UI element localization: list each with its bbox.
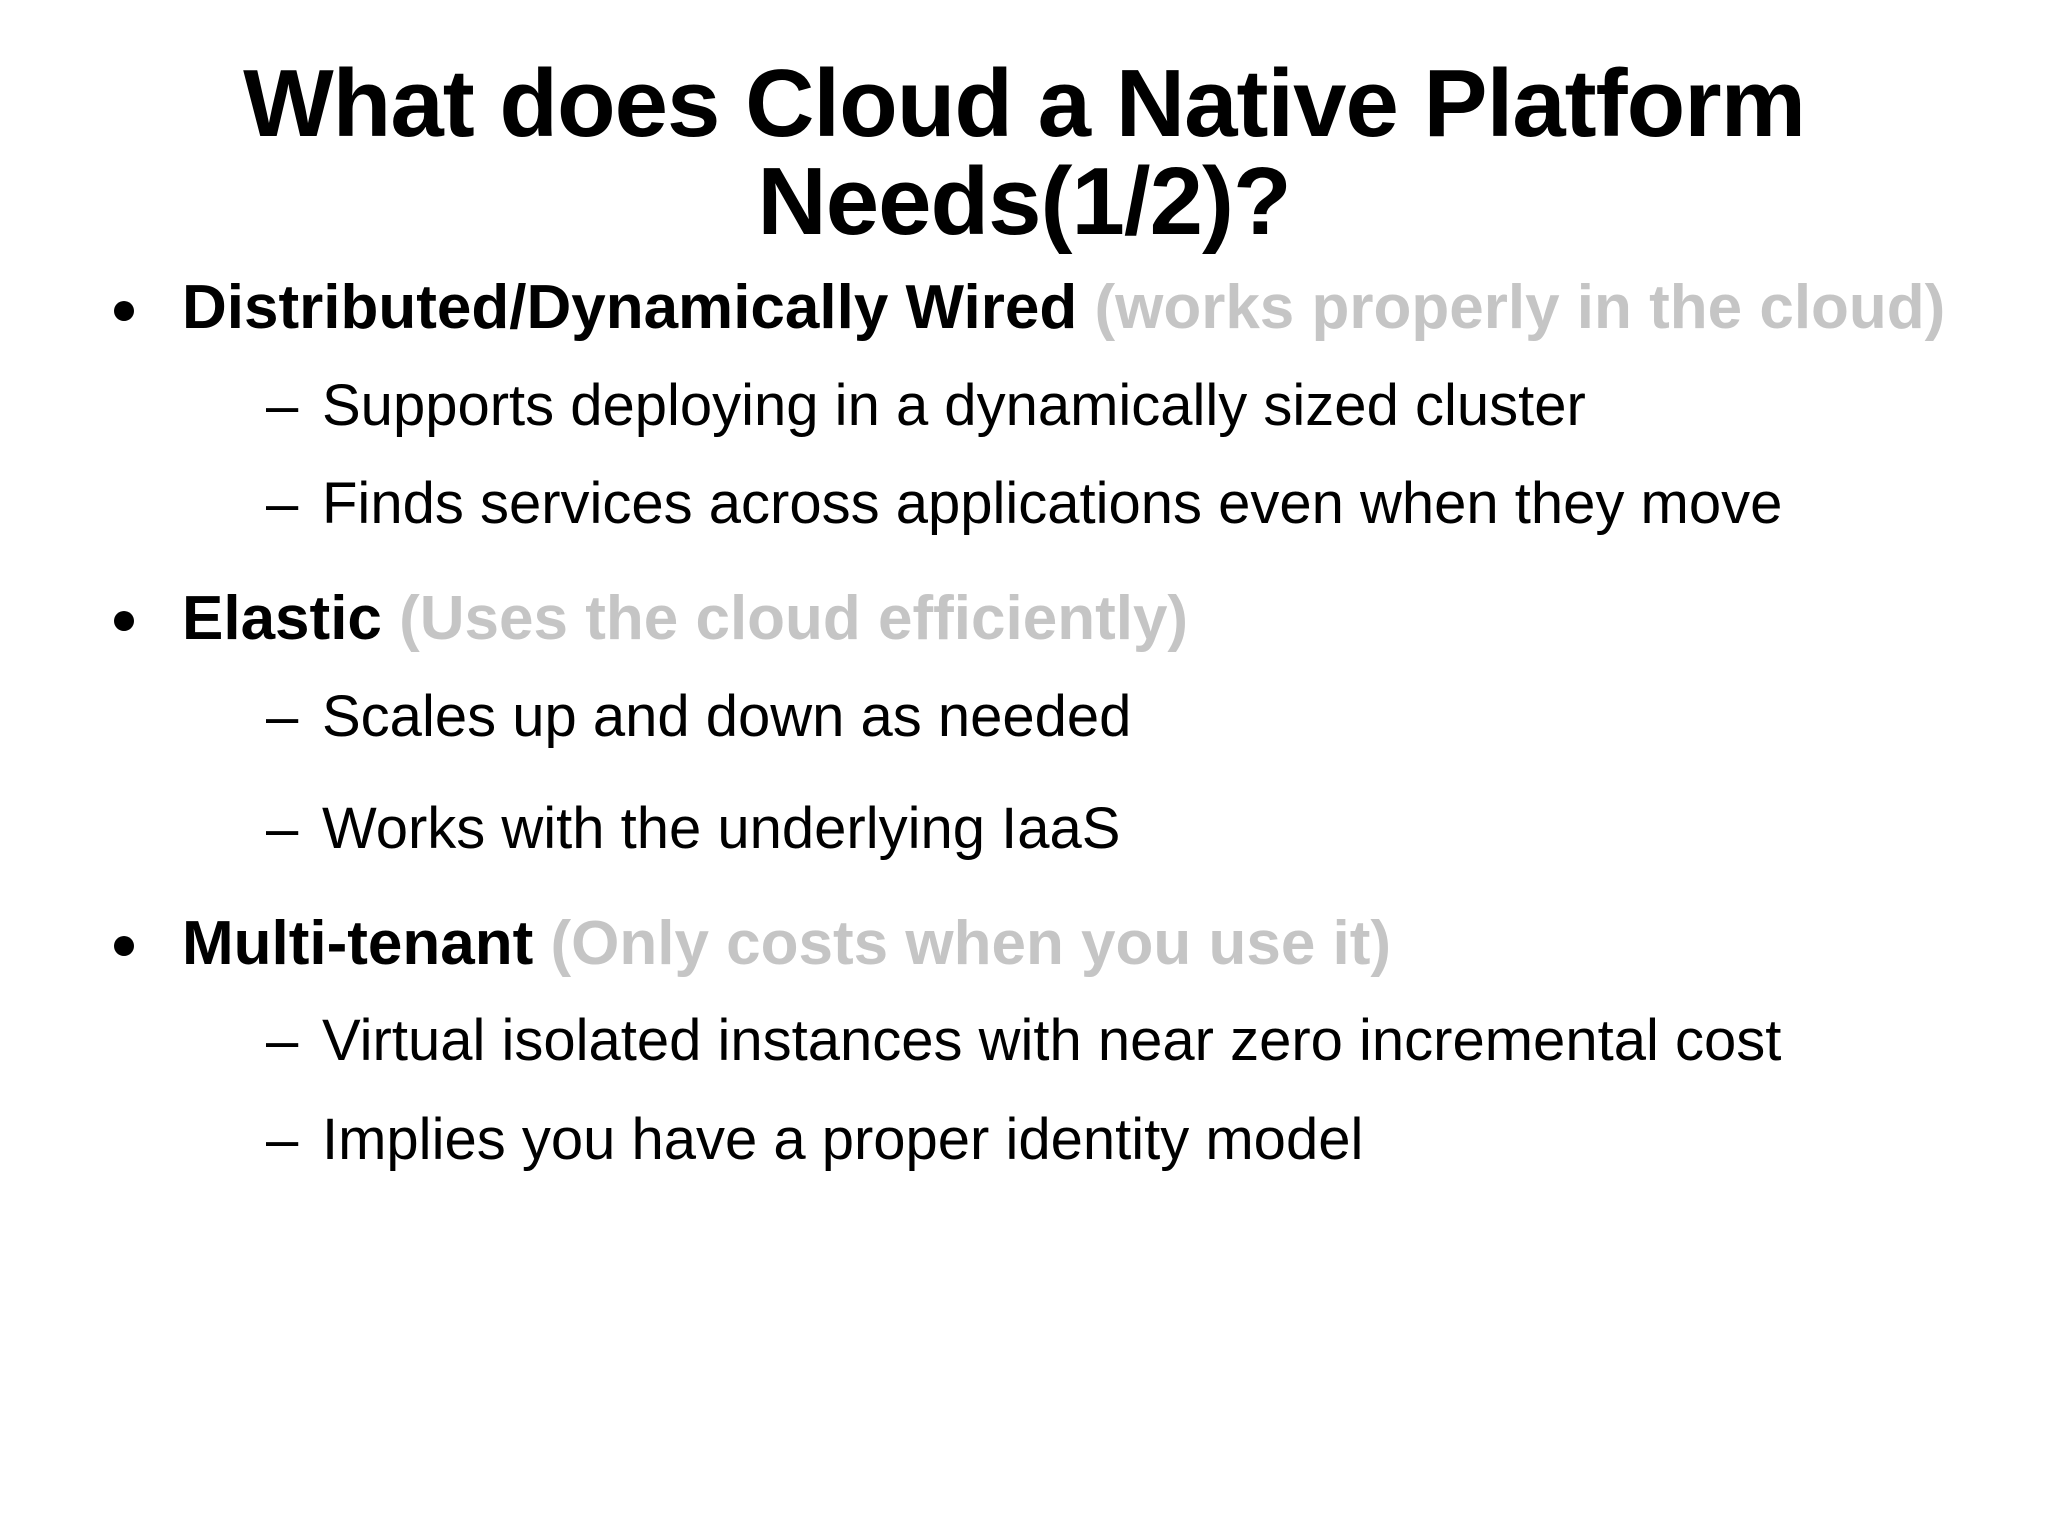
sub-bullet-label-2-2: Works with the underlying IaaS <box>322 796 1121 862</box>
en-dash-icon: – <box>266 796 299 862</box>
bullet-dot-icon <box>114 611 134 632</box>
sub-bullet-3-1: –Virtual isolated instances with near ze… <box>100 1007 1978 1075</box>
sub-bullet-3-2: –Implies you have a proper identity mode… <box>100 1106 1978 1174</box>
en-dash-icon: – <box>266 471 299 537</box>
en-dash-icon: – <box>266 1106 299 1172</box>
bullet-note-2: (Uses the cloud efficiently) <box>399 583 1189 653</box>
sub-bullet-label-2-1: Scales up and down as needed <box>322 683 1132 749</box>
sub-bullet-2-2: –Works with the underlying IaaS <box>100 795 1978 863</box>
bullet-item-1: Distributed/Dynamically Wired (works pro… <box>100 272 1978 344</box>
bullet-item-3: Multi-tenant (Only costs when you use it… <box>100 908 1978 980</box>
en-dash-icon: – <box>266 372 299 438</box>
sub-bullet-2-1: –Scales up and down as needed <box>100 683 1978 751</box>
sub-bullet-label-1-1: Supports deploying in a dynamically size… <box>322 372 1586 438</box>
spacer <box>100 1082 1978 1106</box>
sub-bullet-label-3-1: Virtual isolated instances with near zer… <box>322 1008 1782 1074</box>
bullet-label-1: Distributed/Dynamically Wired <box>182 273 1078 342</box>
bullet-label-3: Multi-tenant <box>182 908 534 978</box>
sub-bullet-1-1: –Supports deploying in a dynamically siz… <box>100 372 1978 440</box>
sub-bullet-label-1-2: Finds services across applications even … <box>322 471 1783 537</box>
bullet-note-3: (Only costs when you use it) <box>550 908 1392 978</box>
slide-body: Distributed/Dynamically Wired (works pro… <box>0 272 2048 1180</box>
bullet-dot-icon <box>114 300 134 321</box>
spacer <box>100 757 1978 795</box>
en-dash-icon: – <box>266 1008 299 1074</box>
page-title: What does Cloud a Native Platform Needs(… <box>243 50 1806 255</box>
bullet-note-1: (works properly in the cloud) <box>1094 273 1946 342</box>
spacer <box>100 545 1978 583</box>
bullet-item-2: Elastic (Uses the cloud efficiently) <box>100 583 1978 655</box>
sub-bullet-1-2: –Finds services across applications even… <box>100 470 1978 538</box>
bullet-label-2: Elastic <box>182 583 382 653</box>
en-dash-icon: – <box>266 683 299 749</box>
spacer <box>100 446 1978 470</box>
bullet-dot-icon <box>114 936 134 957</box>
sub-bullet-label-3-2: Implies you have a proper identity model <box>322 1106 1364 1172</box>
spacer <box>100 870 1978 908</box>
spacer <box>100 983 1978 1007</box>
spacer <box>100 348 1978 372</box>
spacer <box>100 659 1978 683</box>
